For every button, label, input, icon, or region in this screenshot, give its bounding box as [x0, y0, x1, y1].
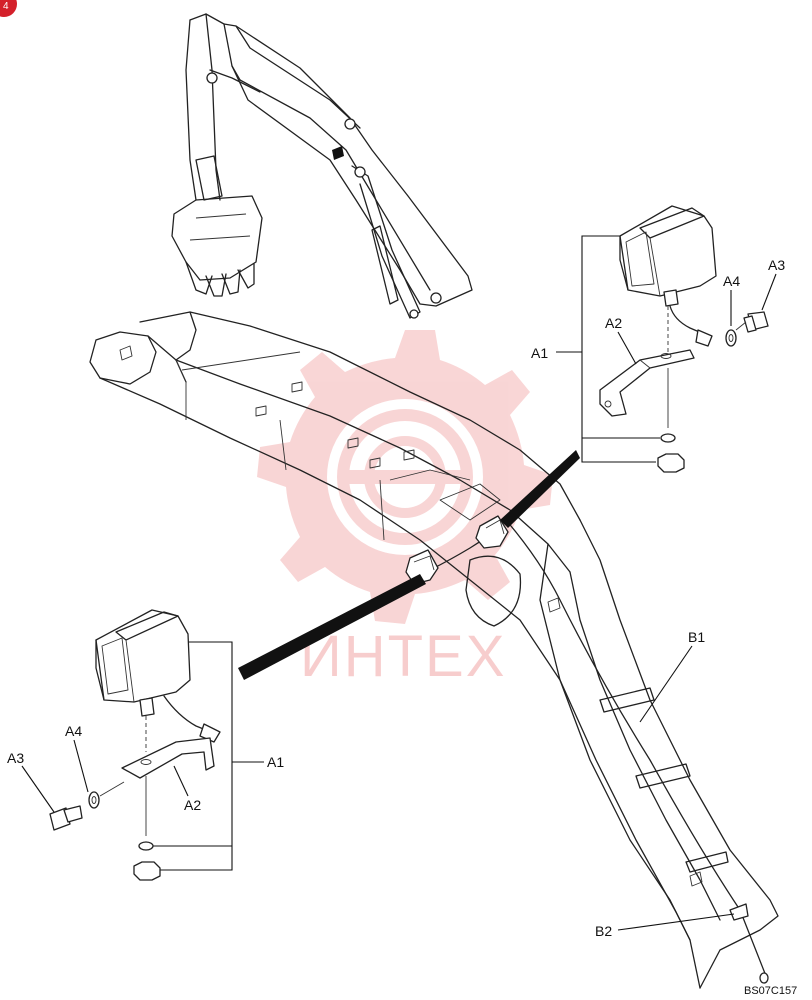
bracket-a2-right: [599, 349, 695, 417]
corner-badge-text: 4: [3, 1, 9, 12]
arm-light-marker-icon: [332, 146, 344, 160]
leader-b1: [639, 645, 693, 723]
bolt-a3-left-icon: [49, 805, 83, 831]
label-a2-left: A2: [184, 797, 201, 813]
bracket-a2-left: [121, 737, 215, 779]
detail-left-light-assembly: [21, 609, 264, 881]
work-light-lamp-left: [95, 609, 221, 743]
washer-lower-left-icon: [138, 841, 154, 851]
detail-right-light-assembly: [556, 205, 777, 473]
label-a4-right: A4: [723, 273, 740, 289]
clamp-b2: [729, 903, 749, 921]
drawing-code: BS07C157: [744, 985, 797, 997]
leader-b2: [617, 913, 735, 931]
nut-lower-right-icon: [657, 453, 685, 473]
corner-badge: 4: [0, 0, 17, 17]
boom-main: [89, 311, 779, 989]
label-a3-left: A3: [7, 750, 24, 766]
callout-wedge-right: [500, 450, 580, 528]
label-a1-right: A1: [531, 345, 548, 361]
washer-a4-right-icon: [725, 329, 737, 347]
watermark: ИНТЕХ: [257, 330, 553, 689]
watermark-text: ИНТЕХ: [300, 624, 506, 689]
label-a4-left: A4: [65, 723, 82, 739]
label-a2-right: A2: [605, 315, 622, 331]
callout-wedge-left: [238, 574, 426, 680]
label-b2: B2: [595, 923, 612, 939]
work-light-lamp-right: [619, 205, 717, 347]
label-b1: B1: [688, 629, 705, 645]
label-a1-left: A1: [267, 754, 284, 770]
harness-b1: [505, 519, 767, 977]
bolt-a3-right-icon: [735, 311, 769, 333]
washer-lower-right-icon: [660, 433, 676, 443]
label-a3-right: A3: [768, 257, 785, 273]
washer-a4-left-icon: [88, 791, 100, 809]
excavator-arm-overview: [171, 13, 473, 319]
mounted-work-light-front: [405, 549, 439, 585]
nut-lower-left-icon: [133, 861, 161, 881]
